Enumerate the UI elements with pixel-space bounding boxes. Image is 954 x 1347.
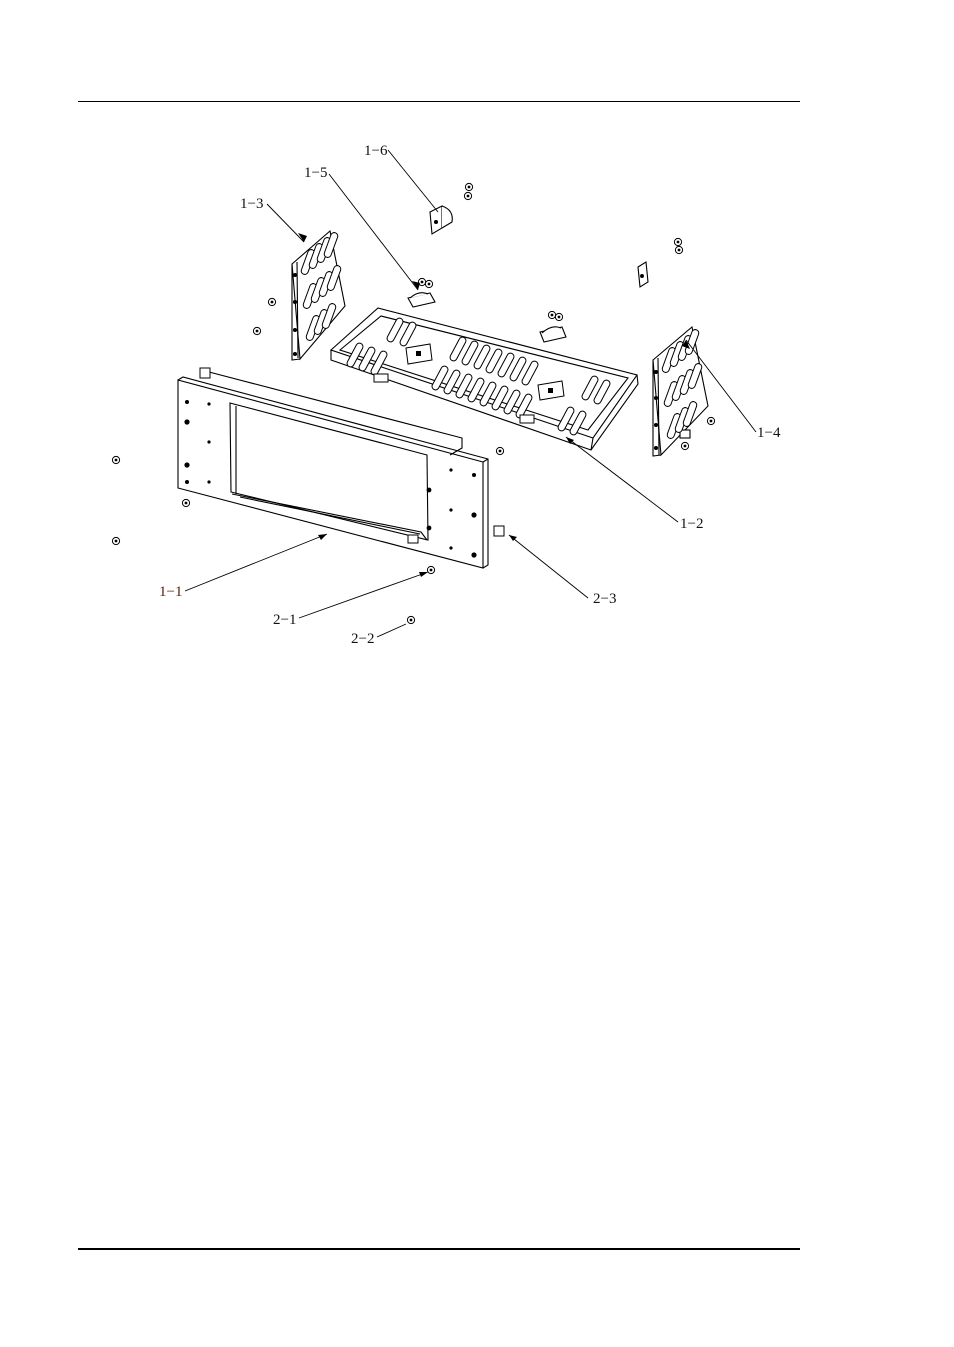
callout-2-2: 2−2 [351,631,374,647]
callout-2-3: 2−3 [593,591,616,607]
callout-2-1: 2−1 [273,612,296,628]
clip-center [540,327,566,342]
callout-1-6: 1−6 [364,143,388,159]
bracket-part-1-6 [430,206,452,234]
callout-1-3: 1−3 [240,196,263,212]
callout-1-4: 1−4 [757,425,781,441]
callout-1-1: 1−1 [159,584,182,600]
footer-rule [78,1248,800,1250]
bracket-right-top [638,262,648,287]
clip-part-1-5 [408,293,435,307]
callout-1-5: 1−5 [304,165,327,181]
callout-1-2: 1−2 [680,516,703,532]
front-panel-part-1-1 [178,372,488,568]
